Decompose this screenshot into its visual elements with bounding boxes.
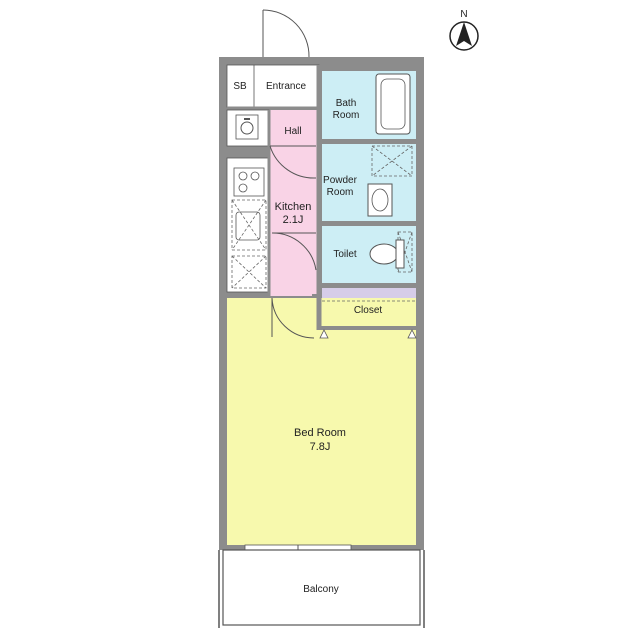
entrance-label: Entrance: [266, 81, 306, 92]
toilet-icon: [369, 231, 413, 273]
powder-room-label-line1: Powder: [323, 175, 358, 186]
closet-label: Closet: [354, 305, 383, 316]
washing-machine-space-icon: [371, 145, 413, 177]
bath-room-label-line2: Room: [333, 110, 360, 121]
hall-door-swing-icon: [269, 145, 317, 179]
hall-area: [269, 110, 317, 146]
hall-label: Hall: [284, 126, 301, 137]
bedroom-size-label: 7.8J: [310, 441, 331, 453]
toilet-label: Toilet: [333, 249, 357, 260]
kitchen-size-label: 2.1J: [283, 214, 304, 226]
sink-icon: [367, 183, 393, 217]
powder-room-label-line2: Room: [327, 187, 354, 198]
stove-icon: [233, 167, 265, 197]
bath-room-label-line1: Bath: [336, 98, 357, 109]
kitchen-door-swing-icon: [271, 232, 317, 271]
bedroom-area: [227, 298, 416, 545]
compass-label: N: [460, 9, 467, 20]
entrance-area: [226, 64, 320, 108]
sb-label: SB: [233, 81, 247, 92]
bedroom-label: Bed Room: [294, 427, 346, 439]
kitchen-sink-icon: [231, 199, 267, 251]
bedroom-door-swing-icon: [271, 297, 315, 339]
kitchen-label: Kitchen: [275, 201, 312, 213]
balcony-window: [244, 544, 352, 551]
balcony-label: Balcony: [303, 584, 339, 595]
bathtub-icon: [375, 73, 411, 135]
kitchen-area: [269, 146, 317, 296]
balcony-area: [218, 549, 425, 628]
north-compass-icon: N: [449, 9, 479, 51]
entrance-door-icon: [262, 9, 310, 58]
washer-icon: [235, 114, 259, 140]
fridge-space-icon: [231, 255, 267, 289]
